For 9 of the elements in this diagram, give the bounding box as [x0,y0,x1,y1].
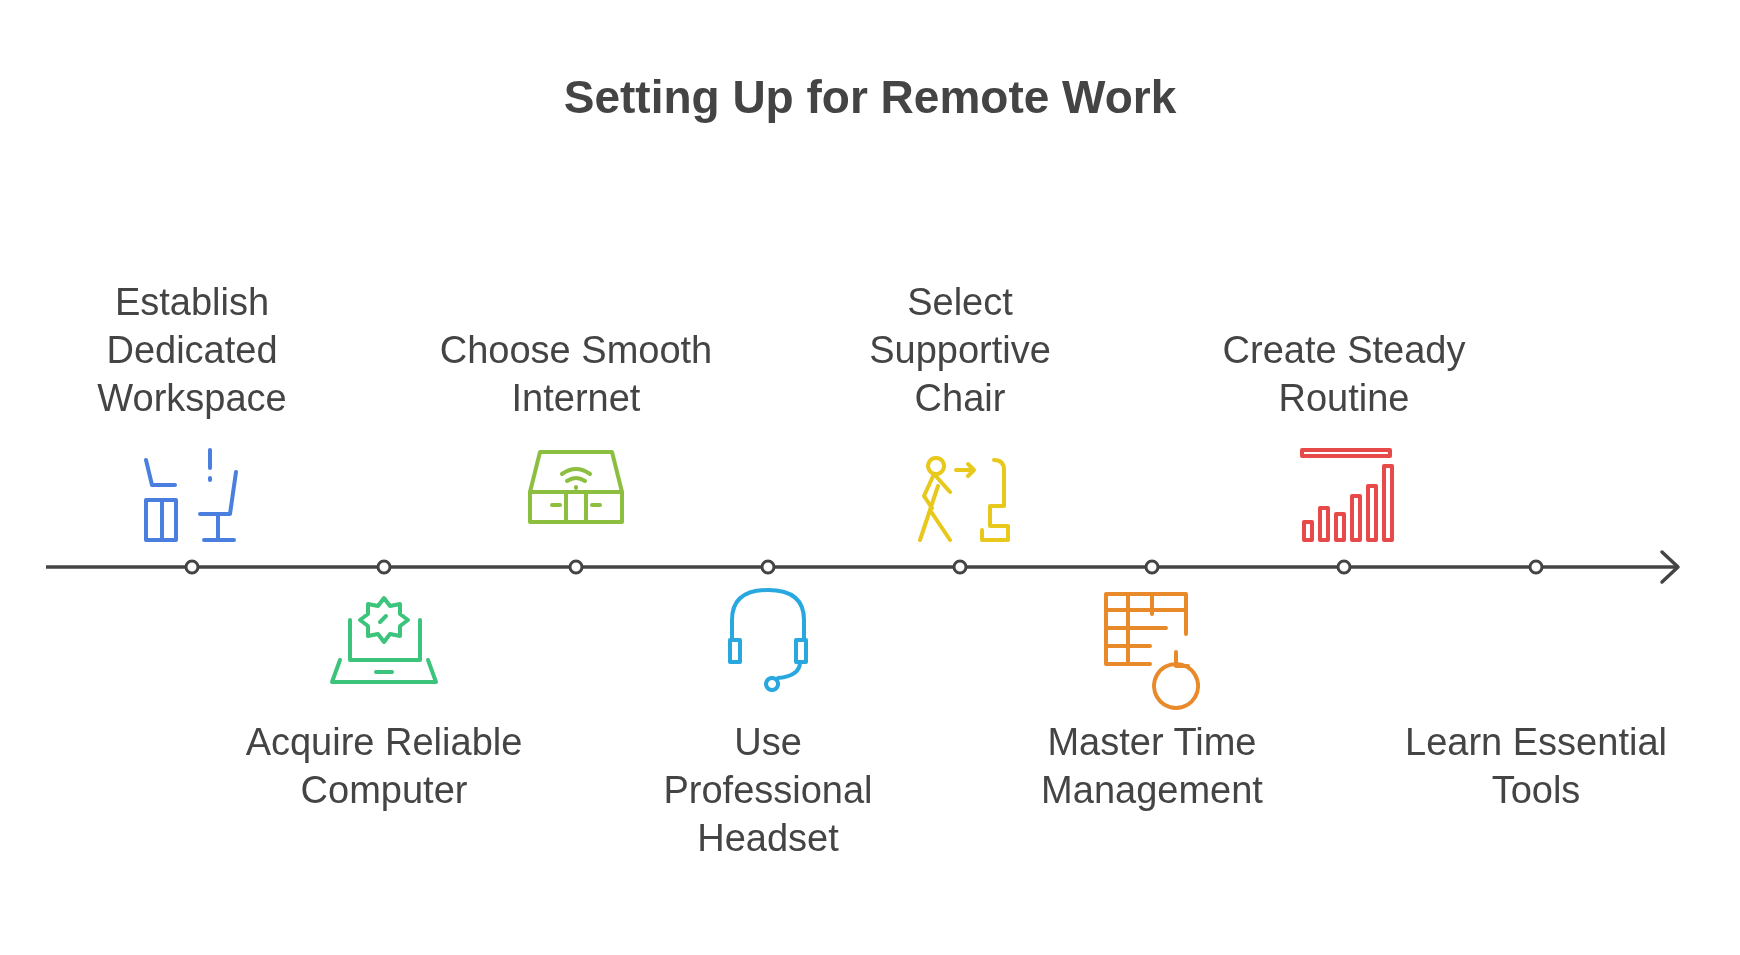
step-label: Establish Dedicated Workspace [96,280,288,421]
step-label: Create Steady Routine [1221,328,1467,421]
step-label: Acquire Reliable Computer [244,720,524,813]
step-label: Learn Essential Tools [1404,720,1668,813]
step-label: Select Supportive Chair [868,280,1052,421]
step-label: Choose Smooth Internet [438,328,714,421]
step-label: Use Professional Headset [662,720,874,861]
step-label: Master Time Management [1040,720,1264,813]
title: Setting Up for Remote Work [562,70,1178,124]
